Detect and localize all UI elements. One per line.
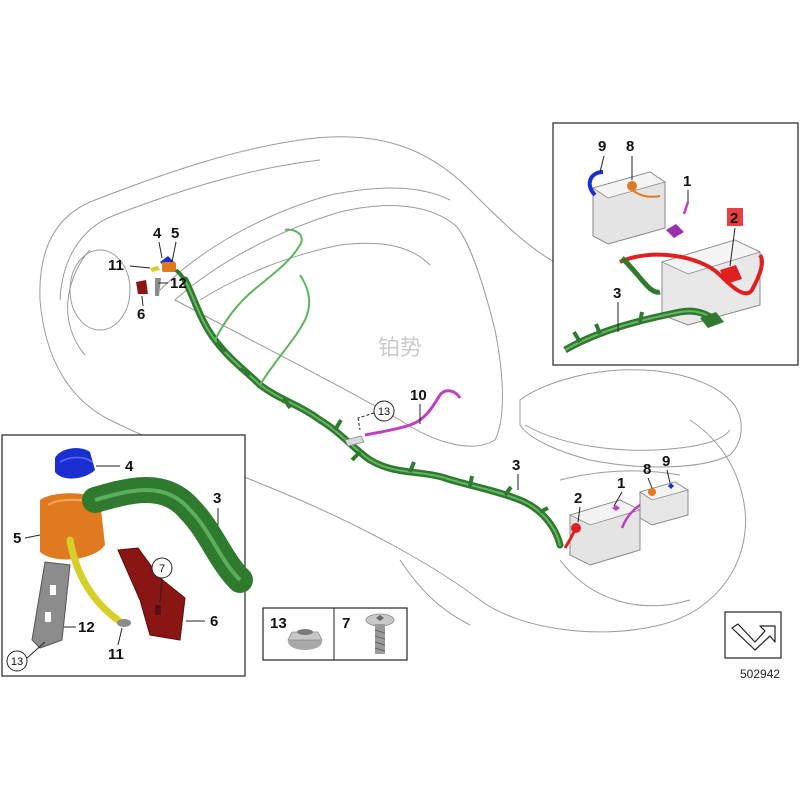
callout-9: 9	[662, 453, 670, 470]
fastener-legend: 13 7	[262, 607, 408, 661]
callout-4: 4	[153, 225, 162, 242]
legend-label-7: 7	[342, 615, 350, 632]
callout-3: 3	[512, 457, 520, 474]
reference-number: 502942	[740, 667, 780, 681]
detail-front-callout-6: 6	[210, 613, 218, 630]
callout-10: 10	[410, 387, 427, 404]
reference-box: 502942	[724, 611, 782, 681]
detail-panel-battery: 9 8 1 2 3	[552, 122, 799, 366]
main-callouts: 4 5 11 12 6 10 13 3 2 1 8 9	[108, 225, 671, 523]
detail-front-callout-5: 5	[13, 530, 21, 547]
callout-6: 6	[137, 306, 145, 323]
detail-front-callout-12: 12	[78, 619, 95, 636]
detail-battery-callout-9: 9	[598, 138, 606, 155]
watermark-text: 铂势	[378, 336, 422, 361]
car-body-outline	[39, 136, 747, 633]
detail-front-callout-13: 13	[11, 656, 23, 668]
detail-battery-callout-8: 8	[626, 138, 634, 155]
legend-label-13: 13	[270, 615, 287, 632]
torx-bolt-icon	[365, 613, 395, 654]
detail-front-callout-4: 4	[125, 458, 134, 475]
callout-12: 12	[170, 275, 187, 292]
callout-13-circle: 13	[378, 406, 390, 418]
arrow-icon	[731, 623, 776, 651]
callout-2: 2	[574, 490, 582, 507]
detail-battery-callout-2: 2	[730, 210, 738, 227]
detail-battery-callout-1: 1	[683, 173, 691, 190]
detail-battery-callout-3: 3	[613, 285, 621, 302]
callout-5: 5	[171, 225, 179, 242]
flange-nut-icon	[287, 629, 323, 650]
callout-11: 11	[108, 257, 124, 274]
detail-panel-front: 4 5 3 7 6 12 11 13	[1, 434, 253, 677]
callout-8: 8	[643, 461, 651, 478]
detail-front-callout-11: 11	[108, 646, 124, 663]
battery-assembly-rear	[563, 481, 689, 566]
callout-1: 1	[617, 475, 625, 492]
negative-cable-10	[344, 389, 462, 447]
detail-front-callout-3: 3	[213, 490, 221, 507]
detail-front-callout-7: 7	[159, 563, 165, 575]
